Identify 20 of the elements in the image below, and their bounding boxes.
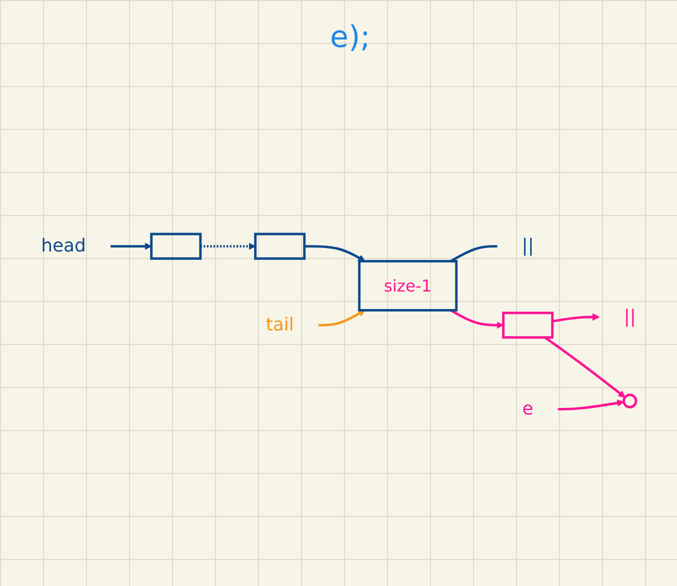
connector (450, 245, 498, 263)
node-text: head (41, 236, 86, 257)
arrow (552, 314, 600, 323)
arrow (544, 336, 626, 398)
arrow (558, 400, 624, 411)
node-text: || (624, 307, 636, 328)
node-box (150, 233, 202, 260)
node-box (254, 233, 306, 260)
arrow (110, 242, 152, 250)
node-circle (622, 394, 638, 409)
node-text: e (522, 399, 534, 420)
node-text: tail (266, 315, 294, 336)
arrow (450, 309, 504, 330)
arrow (304, 245, 366, 262)
node-box: size-1 (358, 260, 458, 312)
arrow (318, 310, 366, 327)
code-text: e); (330, 20, 370, 55)
arrow (200, 242, 256, 250)
node-box (502, 312, 554, 339)
node-text: || (522, 236, 534, 257)
